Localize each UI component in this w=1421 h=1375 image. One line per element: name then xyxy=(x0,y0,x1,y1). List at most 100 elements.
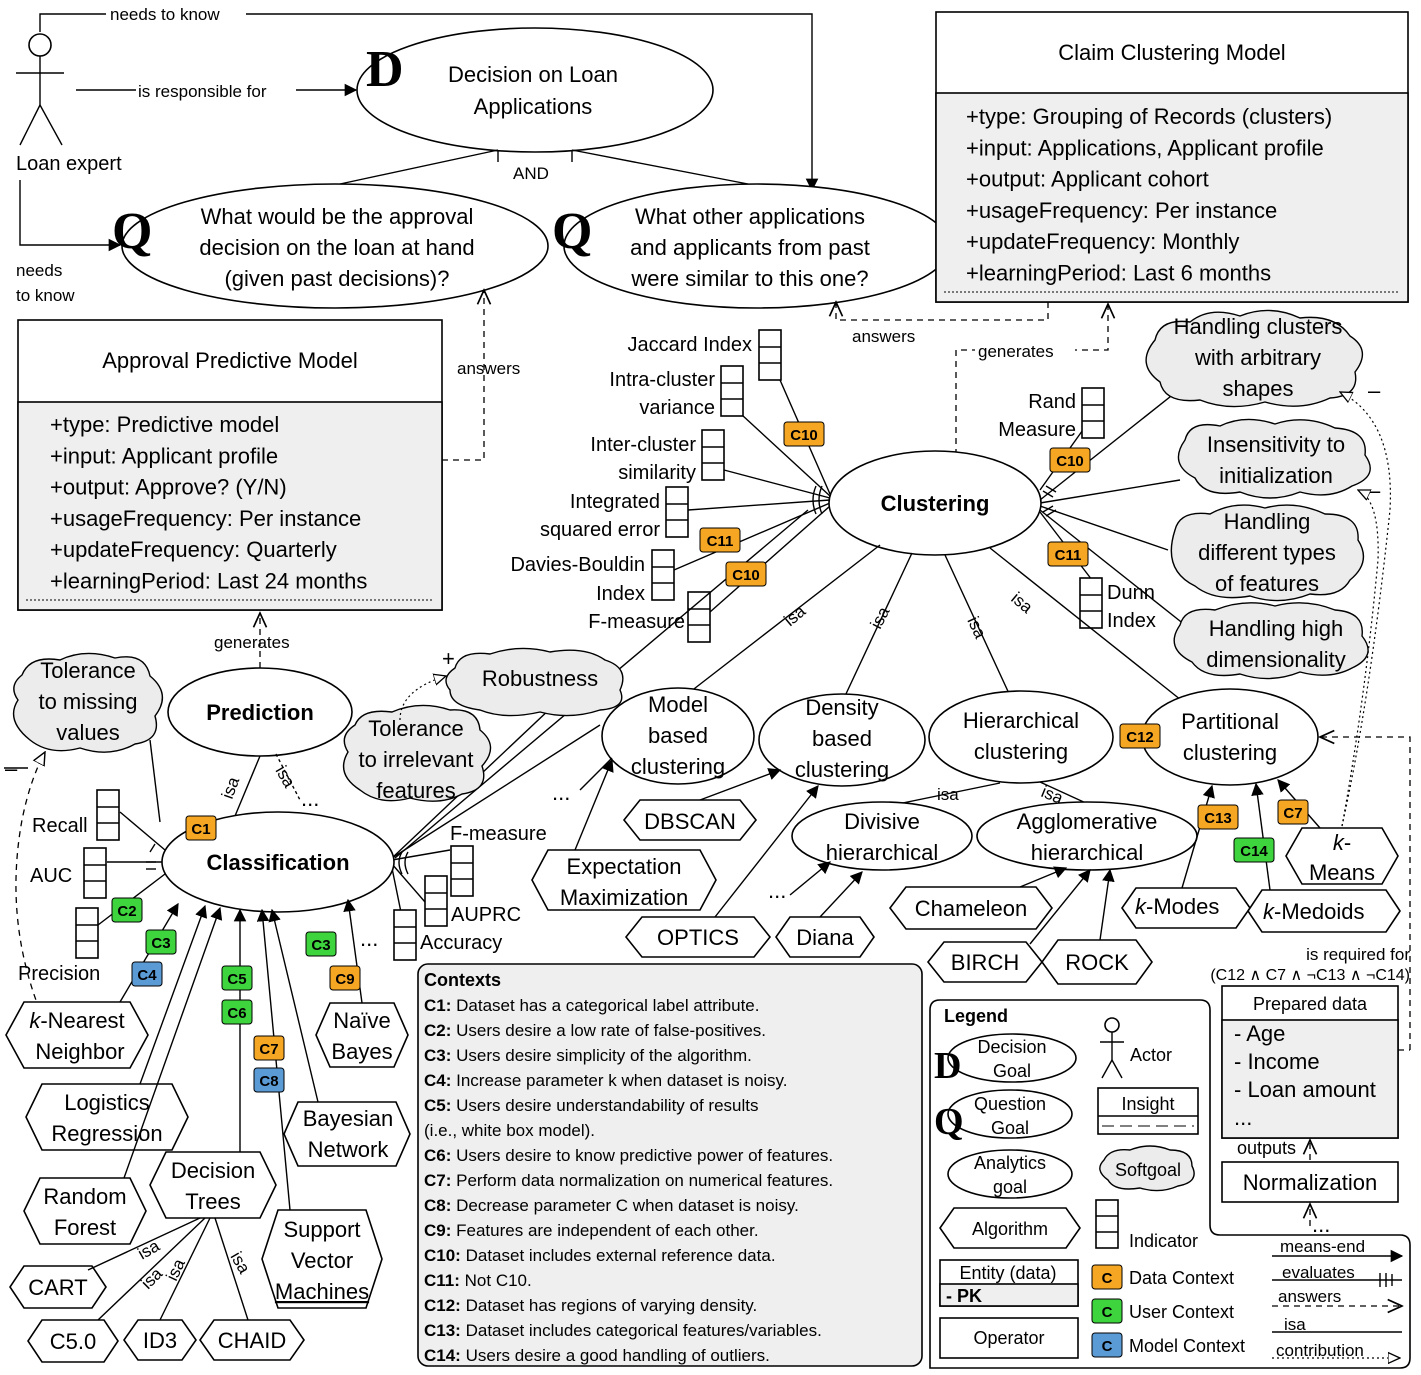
softgoal-irrelevant-features[interactable]: Tolerance to irrelevant features xyxy=(342,704,492,803)
question-goal-similar[interactable]: Q What other applications and applicants… xyxy=(552,183,951,309)
context-text: Increase parameter k when dataset is noi… xyxy=(451,1071,787,1090)
decision-goal-loan[interactable]: D Decision on Loan Applications xyxy=(356,27,714,153)
kmeans-k: k xyxy=(1333,830,1345,855)
algo-svm[interactable]: Support Vector Machines xyxy=(261,1209,383,1309)
required-for-link xyxy=(1320,737,1411,1050)
legend-decision-1: Decision xyxy=(977,1037,1046,1057)
context-badge-c2[interactable]: C2 xyxy=(111,897,143,923)
context-badge-c6[interactable]: C6 xyxy=(221,999,253,1025)
context-badge-c10[interactable]: C10 xyxy=(725,561,767,587)
algo-c50[interactable]: C5.0 xyxy=(27,1319,119,1363)
partitional-clustering[interactable]: Partitional clustering xyxy=(1141,688,1319,786)
context-badge-c3[interactable]: C3 xyxy=(305,931,337,957)
needs-label-b: to know xyxy=(16,286,75,305)
context-badge-c3[interactable]: C3 xyxy=(145,929,177,955)
context-badge-c11[interactable]: C11 xyxy=(1047,541,1089,567)
algo-bayesian-network[interactable]: Bayesian Network xyxy=(283,1101,411,1167)
normalization-operator[interactable]: Normalization xyxy=(1221,1161,1399,1203)
softgoal-insensitivity-init[interactable]: Insensitivity to initialization xyxy=(1177,418,1371,499)
indicator-inter-cluster[interactable]: Inter-cluster similarity xyxy=(590,429,725,484)
claim-clustering-model-insight[interactable]: Claim Clustering Model +type: Grouping o… xyxy=(935,11,1409,303)
agg-2: hierarchical xyxy=(1031,840,1144,865)
c50-label: C5.0 xyxy=(50,1329,96,1354)
algo-optics[interactable]: OPTICS xyxy=(624,916,772,958)
algo-kmedoids[interactable]: k-Medoids xyxy=(1247,889,1401,933)
badge-label: C1 xyxy=(191,821,210,838)
algo-chameleon[interactable]: Chameleon xyxy=(888,886,1054,930)
model-based-clustering[interactable]: Model based clustering xyxy=(601,687,755,785)
indicator-fmeasure-clustering[interactable]: F-measure xyxy=(588,591,711,643)
context-badge-c11[interactable]: C11 xyxy=(699,527,741,553)
arbitrary-label-1: Handling clusters xyxy=(1174,314,1343,339)
algo-id3[interactable]: ID3 xyxy=(123,1319,197,1361)
context-badge-c9[interactable]: C9 xyxy=(329,965,361,991)
indicator-fmeasure-class[interactable]: F-measure xyxy=(450,823,547,897)
softgoal-arbitrary-shapes[interactable]: Handling clusters with arbitrary shapes xyxy=(1145,309,1363,408)
kmedoids-rest: -Medoids xyxy=(1274,899,1364,924)
algo-decision-trees[interactable]: Decision Trees xyxy=(149,1151,277,1219)
algo-cart[interactable]: CART xyxy=(9,1265,107,1309)
highdim-label-1: Handling high xyxy=(1209,616,1344,641)
context-badge-c14[interactable]: C14 xyxy=(1233,837,1275,863)
indicator-dunn[interactable]: Dunn Index xyxy=(1079,577,1156,632)
agglomerative-hierarchical[interactable]: Agglomerative hierarchical xyxy=(976,801,1198,871)
badge-label: C14 xyxy=(1240,843,1268,860)
prediction-analytics-goal[interactable]: Prediction xyxy=(167,667,353,757)
actor-loan-expert[interactable]: Loan expert xyxy=(16,33,122,175)
kmodes-k: k xyxy=(1135,894,1147,919)
context-badge-c10[interactable]: C10 xyxy=(783,421,825,447)
indicator-ise[interactable]: Integrated squared error xyxy=(540,486,689,541)
indicator-accuracy[interactable]: Accuracy xyxy=(393,909,502,961)
indicator-auprc[interactable]: AUPRC xyxy=(424,875,521,927)
algo-kmodes[interactable]: k-Modes xyxy=(1121,887,1251,929)
context-badge-c12[interactable]: C12 xyxy=(1119,723,1161,749)
kmeans-dash: - xyxy=(1344,830,1351,855)
algo-logistic-regression[interactable]: Logistics Regression xyxy=(25,1083,189,1151)
indicator-precision[interactable]: Precision xyxy=(18,907,100,985)
algo-chaid[interactable]: CHAID xyxy=(199,1319,305,1361)
context-badge-c13[interactable]: C13 xyxy=(1197,804,1239,830)
approval-predictive-model-insight[interactable]: Approval Predictive Model +type: Predict… xyxy=(17,319,443,611)
algo-knn[interactable]: k-Nearest Neighbor xyxy=(5,1001,149,1069)
contribution-minus-2: – xyxy=(1368,478,1381,503)
indicator-davies-bouldin[interactable]: Davies-Bouldin Index xyxy=(510,549,675,605)
algo-dbscan[interactable]: DBSCAN xyxy=(622,799,758,841)
softgoal-missing-values[interactable]: Tolerance to missing values xyxy=(12,652,163,753)
algo-naive-bayes[interactable]: Naïve Bayes xyxy=(315,1002,409,1068)
prepared-data-entity[interactable]: Prepared data - Age- Income- Loan amount… xyxy=(1221,985,1399,1139)
isa-label-class: isa xyxy=(218,774,243,801)
contexts-title: Contexts xyxy=(424,970,501,990)
softgoal-robustness[interactable]: Robustness xyxy=(445,647,624,717)
hierarchical-clustering[interactable]: Hierarchical clustering xyxy=(928,690,1114,784)
context-badge-c7[interactable]: C7 xyxy=(253,1035,285,1061)
indicator-intra-cluster[interactable]: Intra-cluster variance xyxy=(609,365,744,419)
recall-label: Recall xyxy=(32,815,88,837)
algo-random-forest[interactable]: Random Forest xyxy=(23,1177,147,1245)
context-item: C9: Features are independent of each oth… xyxy=(424,1221,759,1240)
context-badge-c8[interactable]: C8 xyxy=(253,1067,285,1093)
algo-kmeans[interactable]: k- Means xyxy=(1285,827,1399,885)
softgoal-high-dim[interactable]: Handling high dimensionality xyxy=(1173,602,1369,680)
indicator-auc[interactable]: AUC xyxy=(30,847,107,899)
indicator-rand[interactable]: Rand Measure xyxy=(998,387,1105,441)
context-badge-c10[interactable]: C10 xyxy=(1049,447,1091,473)
approval-model-attr: +type: Predictive model xyxy=(50,412,279,437)
context-badge-c5[interactable]: C5 xyxy=(221,965,253,991)
context-badge-c7[interactable]: C7 xyxy=(1277,799,1309,825)
algo-diana[interactable]: Diana xyxy=(775,916,875,958)
indicator-jaccard[interactable]: Jaccard Index xyxy=(627,329,782,381)
question-goal-approval[interactable]: Q What would be the approval decision on… xyxy=(112,183,549,309)
em-1: Expectation xyxy=(567,854,682,879)
classification-analytics-goal[interactable]: Classification xyxy=(161,811,395,913)
algo-rock[interactable]: ROCK xyxy=(1041,939,1153,985)
clustering-analytics-goal[interactable]: Clustering xyxy=(828,450,1042,556)
algo-em[interactable]: Expectation Maximization xyxy=(531,849,717,911)
context-badge-c4[interactable]: C4 xyxy=(131,961,163,987)
algo-birch[interactable]: BIRCH xyxy=(926,941,1044,983)
ise-label-1: Integrated xyxy=(570,491,660,513)
divisive-hierarchical[interactable]: Divisive hierarchical xyxy=(791,801,973,871)
indicator-recall[interactable]: Recall xyxy=(32,789,120,841)
context-badge-c1[interactable]: C1 xyxy=(185,815,217,841)
softgoal-different-types[interactable]: Handling different types of features xyxy=(1170,504,1365,602)
density-based-clustering[interactable]: Density based clustering xyxy=(758,693,926,787)
